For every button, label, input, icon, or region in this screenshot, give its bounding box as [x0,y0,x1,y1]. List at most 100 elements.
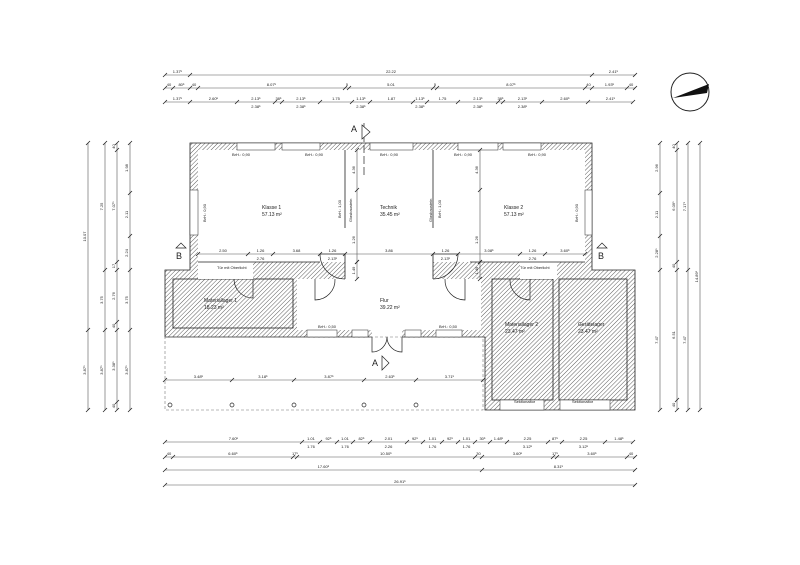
dimension-tick [354,147,360,153]
dimension-tick [245,251,251,257]
dimension-tick [554,454,560,460]
dimension-label: 40 [167,451,172,456]
dimension-label: 1.93⁵ [605,82,615,87]
dimension-label: 2.25 [580,436,589,441]
dimension-tick [162,467,168,473]
dimension-tick [674,407,680,413]
dimension-tick [495,99,501,105]
dimension-sub-label: 3.12⁵ [523,444,533,449]
dimension-label: 3.60⁵ [513,451,523,456]
dimension-label: 2.01 [385,436,394,441]
dimension-tick [632,482,638,488]
room-name: Klasse 2 [504,205,523,211]
dimension-label: 3.87⁵ [99,365,104,375]
dimension-label: 1.01 [463,436,472,441]
dimension-tick [195,251,201,257]
dimension-sub-label: 2.38⁵ [415,104,425,109]
dimension-tick [85,407,91,413]
dimension-label: 1.37⁵ [173,69,183,74]
dimension-tick [480,377,486,383]
dimension-label: 92⁵ [325,436,331,441]
dimension-sub-label: 2.38⁵ [296,104,306,109]
dimension-sub-label: 2.76 [257,256,266,261]
dimension-tick [162,454,168,460]
dimension-tick [582,85,588,91]
dimension-label: 1.13⁵ [356,96,366,101]
dimension-label: 3.71⁵ [445,374,455,379]
dimension-tick [477,147,483,153]
dimension-label: 7.17⁵ [682,201,687,211]
dimension-tick [114,259,120,265]
dimension-label: 1.37⁵ [173,96,183,101]
dimension-label: 2.13⁵ [251,96,261,101]
dimension-tick [630,439,636,445]
dimension-tick [455,439,461,445]
dimension-tick [272,99,278,105]
dimension-label: 3.87⁵ [124,365,129,375]
dimension-tick [624,85,630,91]
dimension-label: 3.87⁵ [82,365,87,375]
dimension-label: 3.48⁵ [194,374,204,379]
dimension-tick [102,407,108,413]
dimension-tick [187,72,193,78]
dimension-label: 1.49 [474,266,479,275]
dimension-sub-label: 2.38⁵ [473,104,483,109]
dimension-tick [354,259,360,265]
north-arrow-icon [670,72,710,112]
dimension-tick [517,251,523,257]
dimension-label: 5.01 [387,82,396,87]
dimension-tick [424,99,430,105]
sill-height-label: BrH.: 0,90 [232,152,251,157]
dimension-sub-label: 2.26 [385,444,394,449]
dimension-tick [477,187,483,193]
dimension-label: 3.75 [124,295,129,304]
sill-height-label: BrH.: 0,90 [305,152,324,157]
dimension-label: 40 [111,323,116,328]
sill-height-label: BrH.: 1,00 [437,199,442,218]
dimension-tick [434,85,440,91]
dimension-tick [102,140,108,146]
dimension-label: 1.26 [351,235,356,244]
dimension-label: 2.24 [124,248,129,257]
dimension-label: 2.41⁵ [609,69,619,74]
room-name: Gerätelager [578,322,605,328]
dimension-tick [114,267,120,273]
dimension-label: 1.48⁵ [494,436,504,441]
dimension-tick [114,327,120,333]
dimension-label: 8.07⁵ [506,82,516,87]
room-area: 23.47 m² [505,329,525,335]
dimension-label: 2.41⁵ [606,96,616,101]
dimension-label: 1.01 [341,436,350,441]
dimension-tick [317,251,323,257]
dimension-tick [602,439,608,445]
dimension-label: 3.87⁵ [324,374,334,379]
dimension-label: 6.60⁵ [228,451,238,456]
dimension-tick [674,147,680,153]
dimension-tick [685,267,691,273]
dimension-tick [697,407,703,413]
dimension-tick [632,72,638,78]
dimension-label: 2.11 [654,210,659,218]
dimension-sub-label: 1.76 [429,444,438,449]
sill-height-label: BrH.: 0,90 [528,152,547,157]
dimension-label: 2.76 [111,291,116,300]
dimension-label: 2.25 [524,436,533,441]
sectional-door-label: Sektionaltor [572,399,594,404]
section-b-left-label: B [176,251,182,261]
dimension-tick [545,439,551,445]
dimension-label: 10.50⁵ [380,451,392,456]
dimension-label: 2.13⁵ [473,96,483,101]
annotations: BrH.: 0,90 BrH.: 0,90 BrH.: 0,90 BrH.: 0… [202,152,594,404]
dimension-tick [685,407,691,413]
dimension-tick [657,140,663,146]
dimension-label: 3.38⁵ [111,361,116,371]
dimension-label: 40 [629,82,634,87]
dimension-label: 40 [629,451,634,456]
dimension-tick [479,467,485,473]
dimension-tick [85,327,91,333]
dimension-tick [114,147,120,153]
room-name: Technik [380,205,397,211]
building-walls [164,142,636,411]
dimension-label: 1.01 [429,436,438,441]
dimension-label: 2.13⁵ [296,96,306,101]
